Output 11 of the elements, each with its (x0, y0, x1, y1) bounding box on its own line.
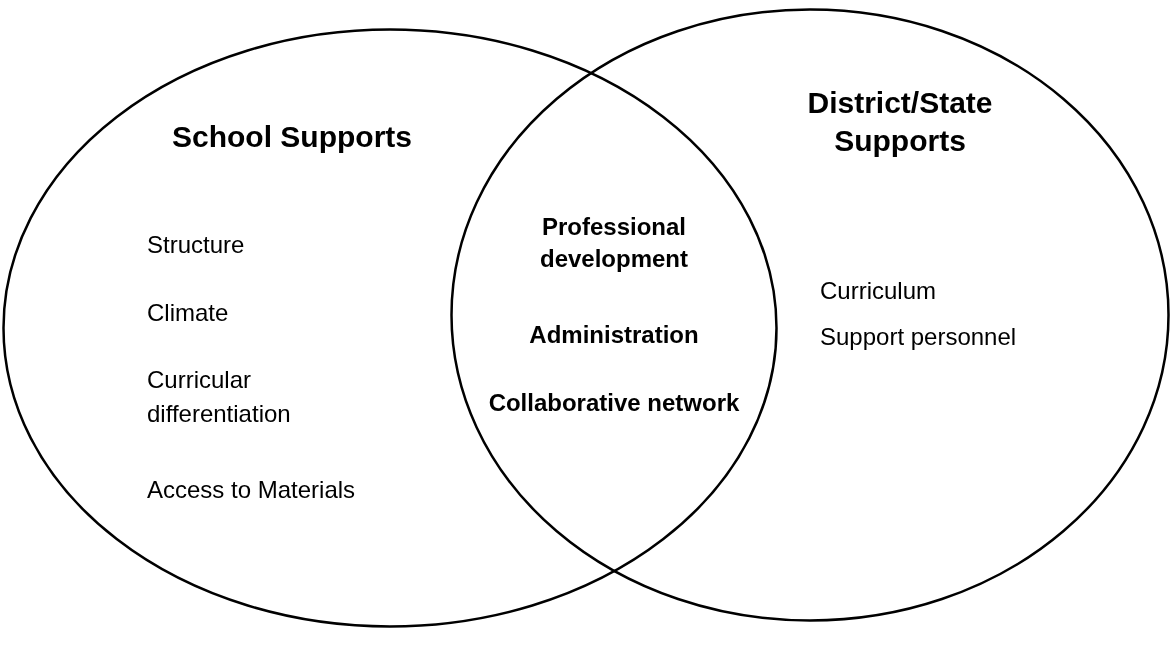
circle-heading: District/State Supports (806, 85, 994, 159)
overlap-item: Administration (528, 320, 700, 350)
list-item: Curriculum (820, 276, 936, 306)
list-item: Access to Materials (147, 475, 356, 505)
overlap-item: Collaborative network (487, 388, 741, 418)
overlap-item: Professional development (539, 212, 689, 274)
list-item: Curricular differentiation (147, 365, 292, 429)
circle-heading: School Supports (172, 119, 412, 155)
list-item: Support personnel (820, 322, 1017, 352)
list-item: Climate (147, 298, 229, 328)
list-item: Structure (147, 230, 245, 260)
